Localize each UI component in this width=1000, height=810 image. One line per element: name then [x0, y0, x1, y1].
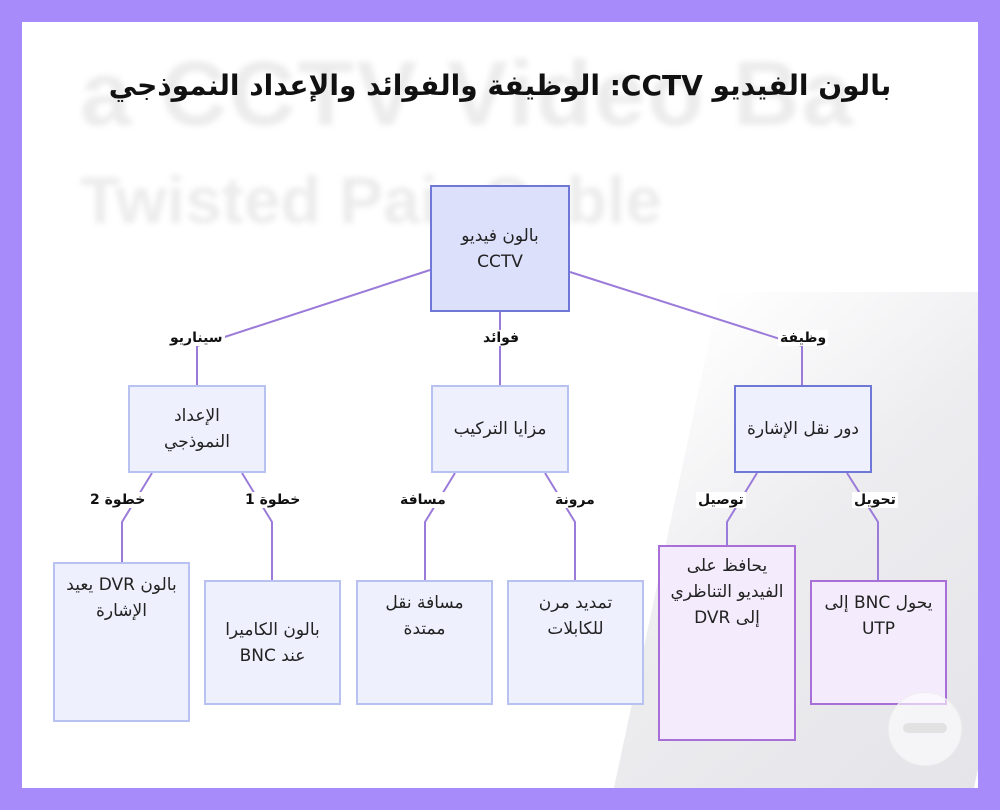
node-dvr-balun: بالون DVR يعيد الإشارة: [53, 562, 190, 722]
node-preserve-analog: يحافظ على الفيديو التناظري إلى DVR: [658, 545, 796, 741]
link-setup-camera: [241, 472, 273, 580]
node-root: بالون فيديو CCTV: [430, 185, 570, 312]
link-install-flex: [544, 472, 576, 580]
background-text-line-1: a CCTV Video Ba: [80, 43, 855, 145]
edge-label-benefits: فوائد: [481, 330, 522, 346]
node-convert-bnc-label: يحول BNC إلى UTP: [824, 593, 933, 639]
link-root-signal: [569, 271, 803, 385]
edge-label-distance: مسافة: [398, 492, 448, 508]
node-signal-role: دور نقل الإشارة: [734, 385, 872, 473]
node-root-label: بالون فيديو CCTV: [461, 225, 539, 272]
node-install-benefits: مزايا التركيب: [431, 385, 569, 473]
node-camera-balun-label: بالون الكاميرا عند BNC: [225, 619, 320, 666]
node-extended-distance-label: مسافة نقل ممتدة: [385, 593, 464, 639]
node-dvr-balun-label: بالون DVR يعيد الإشارة: [66, 575, 177, 621]
node-preserve-analog-label: يحافظ على الفيديو التناظري إلى DVR: [670, 556, 784, 628]
edge-label-convert: تحويل: [852, 492, 898, 508]
node-extended-distance: مسافة نقل ممتدة: [356, 580, 493, 705]
watermark-glyph: [903, 723, 947, 733]
node-flexible-cabling: تمديد مرن للكابلات: [507, 580, 644, 705]
node-convert-bnc: يحول BNC إلى UTP: [810, 580, 947, 705]
node-typical-setup-label: الإعداد النموذجي: [164, 406, 230, 452]
node-camera-balun: بالون الكاميرا عند BNC: [204, 580, 341, 705]
edge-label-step-1: خطوة 1: [243, 492, 303, 508]
node-flexible-cabling-label: تمديد مرن للكابلات: [538, 593, 613, 639]
link-signal-preserve: [726, 472, 758, 545]
diagram-title: بالون الفيديو CCTV: الوظيفة والفوائد وال…: [108, 69, 892, 102]
edge-label-function: وظيفة: [778, 330, 829, 346]
link-setup-dvr: [121, 472, 153, 562]
edge-label-connect: توصيل: [696, 492, 746, 508]
link-root-setup: [196, 269, 431, 385]
edge-label-step-2: خطوة 2: [88, 492, 148, 508]
edge-label-flexibility: مرونة: [553, 492, 597, 508]
node-signal-role-label: دور نقل الإشارة: [747, 419, 859, 439]
watermark-logo: [888, 692, 962, 766]
edge-label-scenario: سيناريو: [168, 330, 225, 346]
link-install-distance: [424, 472, 456, 580]
node-typical-setup: الإعداد النموذجي: [128, 385, 266, 473]
node-install-benefits-label: مزايا التركيب: [453, 419, 547, 439]
link-signal-convert: [846, 472, 879, 580]
